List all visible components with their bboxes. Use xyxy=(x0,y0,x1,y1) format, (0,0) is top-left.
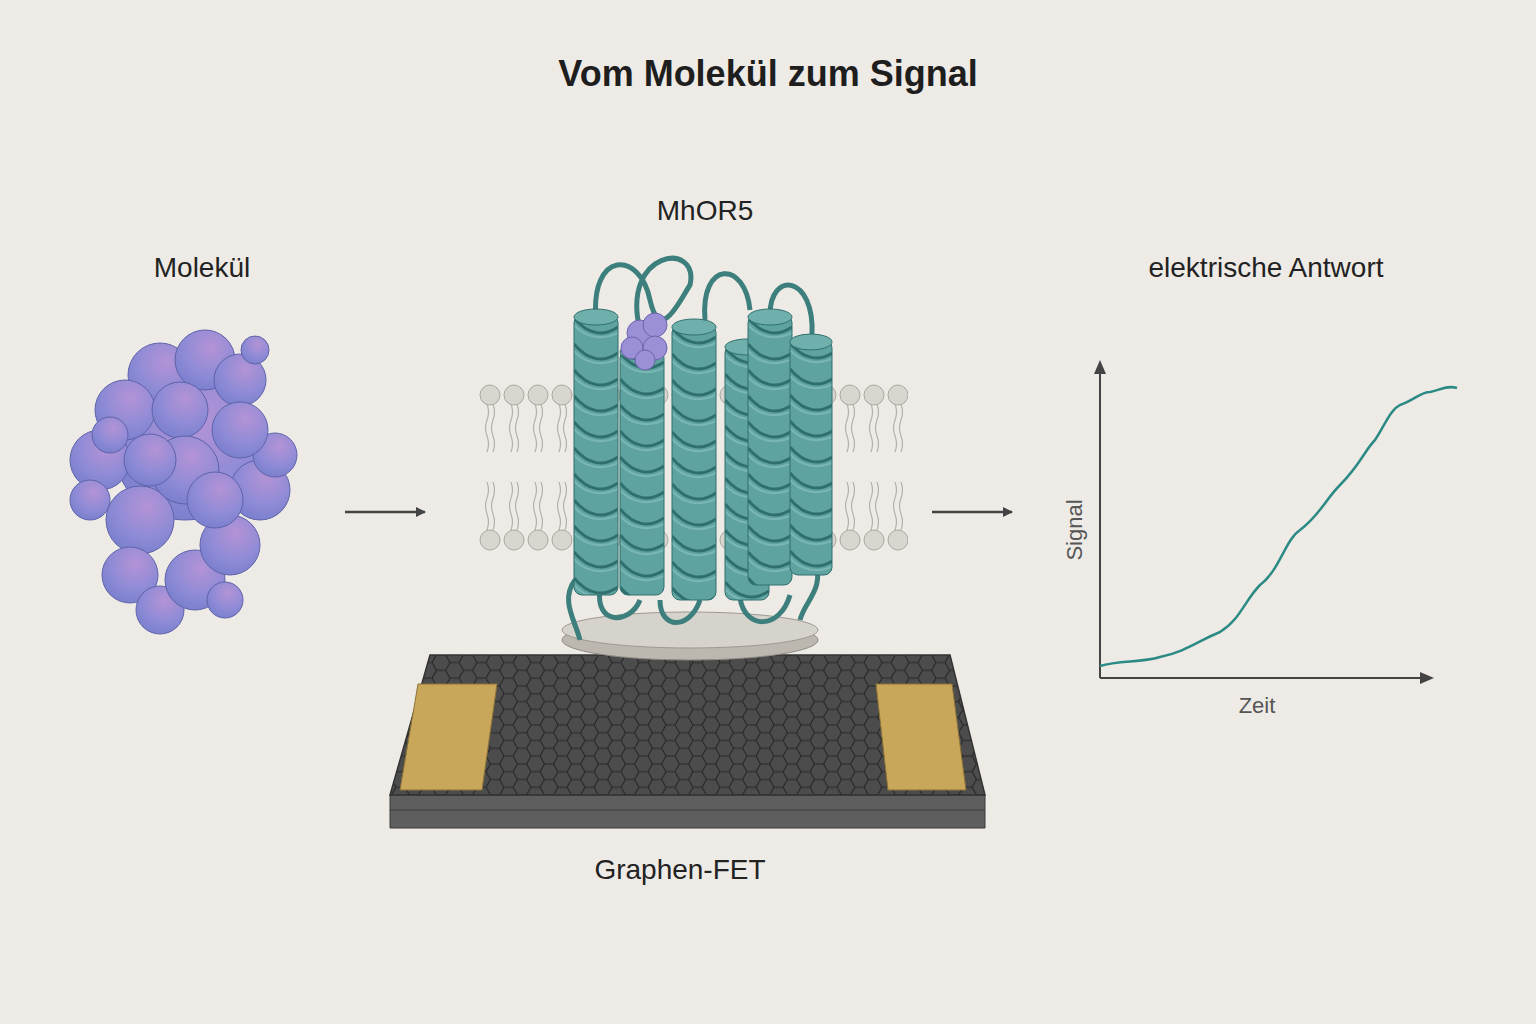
response-chart xyxy=(1094,360,1457,684)
node-heading: Molekül xyxy=(60,251,345,285)
molecule-figure xyxy=(70,330,297,634)
receptor-node: MhOR5 xyxy=(425,194,932,644)
receptor-figure xyxy=(569,258,832,640)
node-heading: MhOR5 xyxy=(452,194,959,228)
flow-arrow xyxy=(932,511,1012,514)
graphene-fet-figure xyxy=(390,612,985,828)
flow-arrow xyxy=(345,511,425,514)
response-node: elektrische Antwort xyxy=(1012,251,1482,721)
axis-label: Zeit xyxy=(1239,693,1276,719)
molecule-node: Molekül xyxy=(60,251,345,645)
diagram-title: Vom Molekül zum Signal xyxy=(0,52,1536,96)
node-heading: elektrische Antwort xyxy=(1031,251,1501,285)
axis-label: Signal xyxy=(1062,499,1088,560)
chip-label: Graphen-FET xyxy=(594,853,765,887)
